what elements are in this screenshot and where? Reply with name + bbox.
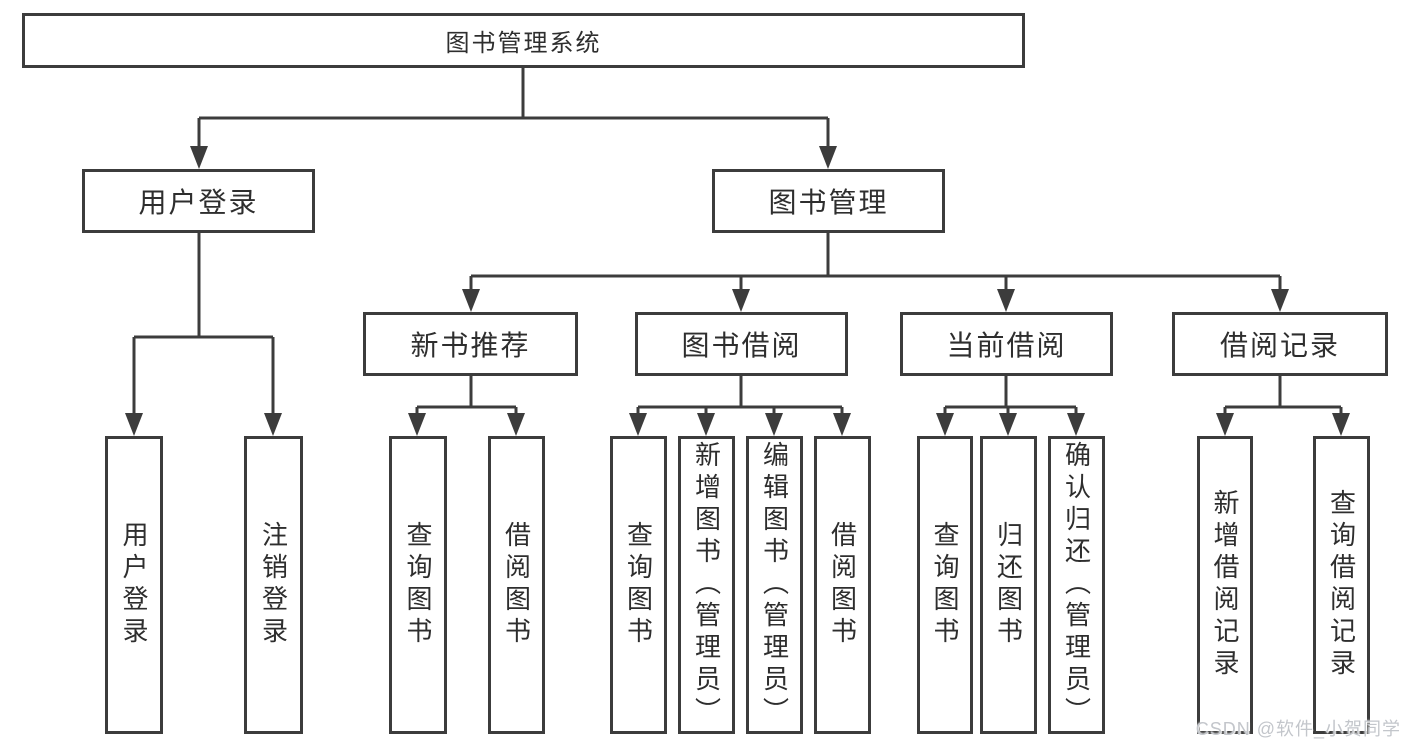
leaf-query-borrow-record: 查询借阅记录 xyxy=(1313,436,1370,734)
node-label: 确认归还（管理员） xyxy=(1061,441,1092,729)
node-label: 用户登录 xyxy=(138,187,259,218)
arrow-down-icon xyxy=(1216,413,1234,436)
node-label: 新书推荐 xyxy=(410,330,531,361)
arrow-down-icon xyxy=(765,413,783,436)
node-new-book-recommendation: 新书推荐 xyxy=(363,312,578,376)
node-current-borrowing: 当前借阅 xyxy=(900,312,1113,376)
node-label: 查询图书 xyxy=(930,521,960,649)
arrow-down-icon xyxy=(1271,289,1289,312)
node-label: 新增图书（管理员） xyxy=(691,441,722,729)
leaf-confirm-return-admin: 确认归还（管理员） xyxy=(1048,436,1105,734)
node-label: 当前借阅 xyxy=(946,330,1067,361)
node-label: 图书管理系统 xyxy=(445,30,602,57)
arrow-down-icon xyxy=(1332,413,1350,436)
node-label: 借阅记录 xyxy=(1219,330,1340,361)
node-label: 图书管理 xyxy=(768,187,889,218)
arrow-down-icon xyxy=(732,289,750,312)
node-label: 查询图书 xyxy=(623,521,654,649)
leaf-user-login: 用户登录 xyxy=(105,436,163,734)
node-label: 借阅图书 xyxy=(827,521,858,649)
node-book-management-branch: 图书管理 xyxy=(712,169,945,233)
leaf-return-books: 归还图书 xyxy=(980,436,1037,734)
watermark: CSDN @软件_小贺同学 xyxy=(1195,719,1401,739)
arrow-down-icon xyxy=(125,413,143,436)
node-label: 注销登录 xyxy=(258,521,289,649)
node-label: 查询图书 xyxy=(403,521,433,649)
arrow-down-icon xyxy=(697,413,715,436)
arrow-down-icon xyxy=(264,413,282,436)
connector-lines xyxy=(132,68,1343,417)
node-label: 归还图书 xyxy=(993,521,1024,649)
arrow-down-icon xyxy=(999,413,1017,436)
node-label: 查询借阅记录 xyxy=(1326,489,1357,681)
node-user-login-branch: 用户登录 xyxy=(82,169,315,233)
node-label: 编辑图书（管理员） xyxy=(759,441,790,729)
arrow-down-icon xyxy=(936,413,954,436)
leaf-recommend-query-books: 查询图书 xyxy=(389,436,447,734)
arrow-down-icon xyxy=(819,146,837,169)
node-label: 图书借阅 xyxy=(681,330,802,361)
arrow-down-icon xyxy=(833,413,851,436)
leaf-logout: 注销登录 xyxy=(244,436,303,734)
node-borrowing-records: 借阅记录 xyxy=(1172,312,1388,376)
arrow-down-icon xyxy=(507,413,525,436)
arrowheads xyxy=(125,146,1350,436)
arrow-down-icon xyxy=(1067,413,1085,436)
node-label: 用户登录 xyxy=(119,521,149,649)
leaf-edit-books-admin: 编辑图书（管理员） xyxy=(746,436,803,734)
leaf-recommend-borrow-books: 借阅图书 xyxy=(488,436,545,734)
leaf-current-query-books: 查询图书 xyxy=(917,436,973,734)
arrow-down-icon xyxy=(190,146,208,169)
arrow-down-icon xyxy=(408,413,426,436)
leaf-add-borrow-record: 新增借阅记录 xyxy=(1197,436,1253,734)
leaf-add-books-admin: 新增图书（管理员） xyxy=(678,436,735,734)
node-book-borrowing: 图书借阅 xyxy=(635,312,848,376)
node-label: 借阅图书 xyxy=(501,521,532,649)
arrow-down-icon xyxy=(629,413,647,436)
leaf-borrow-query-books: 查询图书 xyxy=(610,436,667,734)
node-library-management-system: 图书管理系统 xyxy=(22,13,1025,68)
arrow-down-icon xyxy=(997,289,1015,312)
node-label: 新增借阅记录 xyxy=(1210,489,1240,681)
arrow-down-icon xyxy=(462,289,480,312)
leaf-borrow-books: 借阅图书 xyxy=(814,436,871,734)
